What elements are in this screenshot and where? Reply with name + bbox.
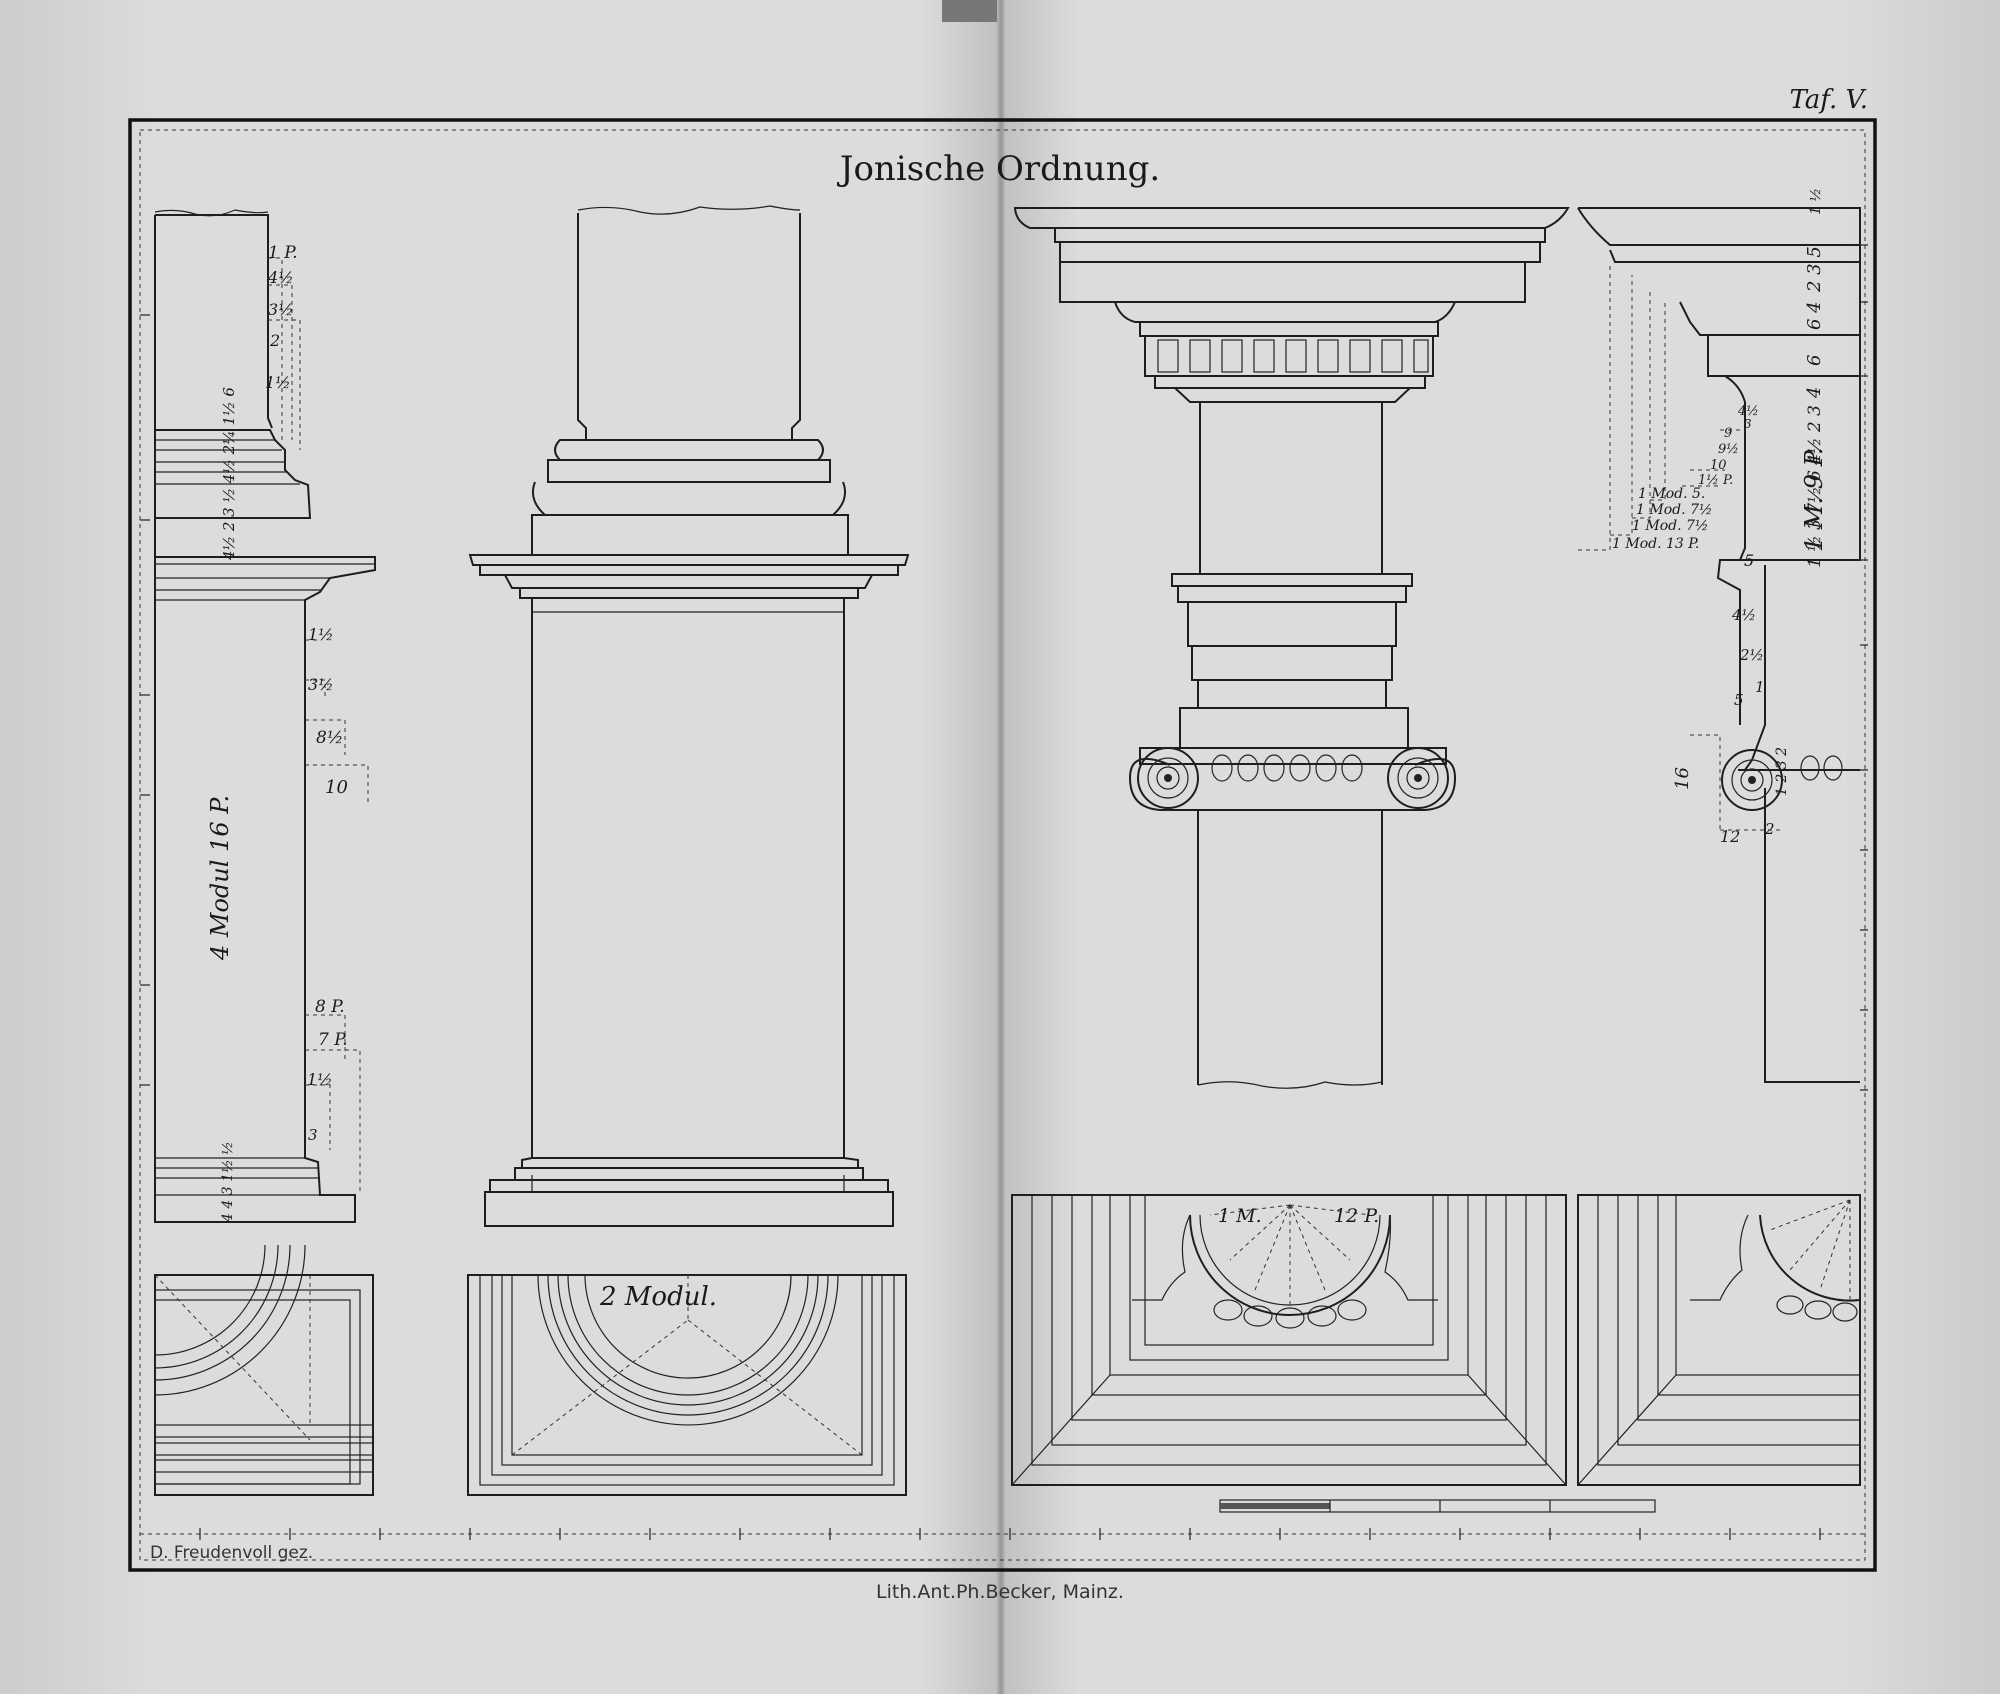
lithographer-credit: Lith.Ant.Ph.Becker, Mainz. bbox=[876, 1581, 1124, 1603]
dim-lower-3: 1½ bbox=[307, 1070, 333, 1089]
entablature-profile: 1 ½ 2 3 5 6 4 6 4 1 M. 9 P. 4½ 3 9 9½ 10… bbox=[1577, 188, 1868, 1091]
dim-entablature-total: 1 M. 9 P. bbox=[1800, 447, 1828, 552]
dim-upper-1: 1 P. bbox=[268, 243, 298, 263]
dim-small-2: 3 bbox=[1744, 417, 1752, 431]
capital-plan-small bbox=[1577, 1194, 1861, 1486]
dim-upper-2: 4½ bbox=[267, 268, 294, 287]
base-dimension-ticks bbox=[199, 1528, 1821, 1540]
draftsman-credit: D. Freudenvoll gez. bbox=[150, 1543, 313, 1563]
column-capital-entablature bbox=[1013, 207, 1570, 1089]
pedestal-plan-small bbox=[154, 1244, 374, 1496]
pedestal-total-height: 4 Modul 16 P. bbox=[206, 795, 234, 961]
dim-cornice-2: 2 3 5 bbox=[1804, 246, 1825, 293]
plate-frame bbox=[128, 118, 1877, 1572]
dim-capital-small-4: 5 bbox=[1734, 691, 1744, 709]
scale-bar bbox=[1219, 1499, 1656, 1513]
dim-middle-2: 3½ bbox=[308, 675, 334, 694]
dim-five: 5 bbox=[1744, 551, 1754, 570]
dim-upper-4: 2 bbox=[269, 331, 280, 350]
dim-upper-3: 3½ bbox=[268, 300, 294, 319]
center-fold bbox=[997, 0, 1005, 1694]
dim-volute-height: 16 bbox=[1672, 767, 1693, 790]
dim-lower-2: 7 P. bbox=[318, 1030, 348, 1050]
dim-base-stack: 4½ 2 3 ½ 4½ 2¼ 1½ 6 bbox=[220, 387, 238, 561]
dim-capital-small-1: 4½ bbox=[1731, 606, 1756, 624]
plan-egg-row bbox=[1213, 1299, 1367, 1329]
dim-volute-width: 12 bbox=[1720, 827, 1740, 846]
dim-middle-3: 8½ bbox=[316, 728, 343, 748]
dentils bbox=[1157, 339, 1429, 373]
plate-number: Taf. V. bbox=[1789, 85, 1868, 115]
dim-module-2: 1 Mod. 7½ bbox=[1636, 502, 1712, 518]
inner-guide-frame bbox=[139, 129, 1866, 1561]
egg-and-dart bbox=[1211, 754, 1363, 782]
capital-plan-large: 1 M. 12 P. bbox=[1011, 1194, 1567, 1486]
entablature-profile-ticks bbox=[1860, 244, 1868, 1091]
pedestal-plan-large: 2 Modul. bbox=[467, 1274, 907, 1496]
dim-cornice-4: 6 bbox=[1804, 355, 1825, 366]
pedestal-width-label: 2 Modul. bbox=[599, 1282, 717, 1312]
dim-cornice-1: 1 ½ bbox=[1808, 188, 1824, 215]
dim-capital-stack: 1 ½ 3 7½ 6 4½ 2 3 bbox=[1805, 405, 1825, 568]
dim-small-6: 1½ P. bbox=[1698, 473, 1733, 488]
dim-volute-side: 2 bbox=[1764, 820, 1775, 838]
dim-capital-small-2: 2½ bbox=[1739, 646, 1764, 664]
dim-small-3: 9 bbox=[1724, 426, 1732, 441]
dim-upper-5: 1½ bbox=[265, 373, 291, 392]
dim-capital-small-3: 1 bbox=[1755, 678, 1765, 696]
dim-lower-1: 8 P. bbox=[315, 997, 345, 1017]
plan-parts-label: 12 P. bbox=[1334, 1205, 1379, 1227]
pedestal-profile-ticks bbox=[140, 314, 150, 1086]
pedestal-profile: 4 Modul 16 P. 1 P. 4½ 3½ 2 1½ 4½ 2 3 ½ 4… bbox=[140, 209, 376, 1223]
pedestal-elevation bbox=[468, 205, 910, 1227]
dim-lower-4: 3 bbox=[308, 1126, 318, 1144]
binding-tape bbox=[942, 0, 997, 22]
dim-cornice-5: 4 bbox=[1804, 387, 1825, 399]
dim-small-4: 9½ bbox=[1718, 442, 1739, 457]
dim-small-1: 4½ bbox=[1737, 404, 1759, 419]
dim-module-4: 1 Mod. 13 P. bbox=[1612, 536, 1699, 552]
plan-module-label: 1 M. bbox=[1218, 1205, 1262, 1227]
dim-middle-4: 10 bbox=[325, 777, 348, 798]
dim-volute-stack: 1 2 3 2 bbox=[1774, 747, 1790, 796]
dim-module-3: 1 Mod. 7½ bbox=[1632, 518, 1708, 534]
plate-title: Jonische Ordnung. bbox=[837, 149, 1160, 189]
dim-module-1: 1 Mod. 5. bbox=[1638, 486, 1705, 502]
dim-small-5: 10 bbox=[1710, 458, 1727, 473]
dim-foot-stack: 4 4 3 1½ ½ bbox=[220, 1141, 236, 1223]
dim-middle-1: 1½ bbox=[308, 625, 334, 644]
dim-cornice-3: 6 4 bbox=[1804, 301, 1825, 330]
